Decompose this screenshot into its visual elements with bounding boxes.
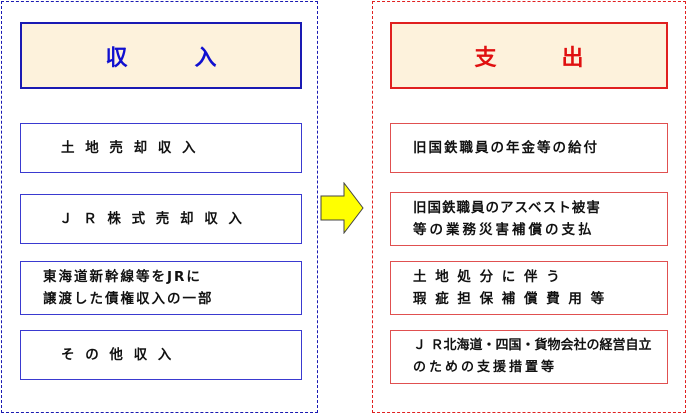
expense-item-text-line-2: 等の業務災害補償の支払 <box>413 222 595 238</box>
expense-item-text-line-2: のための支援措置等 <box>413 360 558 375</box>
income-title-char-1: 収 <box>105 45 128 71</box>
expense-item-pension: 旧国鉄職員の年金等の給付 <box>390 123 668 173</box>
income-item-shinkansen-transfer: 東海道新幹線等をJRに 譲渡した債権収入の一部 <box>20 261 302 315</box>
income-title-char-2: 入 <box>194 45 217 71</box>
income-item-text: 土 地 売 却 収 入 <box>61 140 199 156</box>
expense-item-text-line-1: 旧国鉄職員のアスベスト被害 <box>413 200 601 216</box>
income-panel: 収 入 土 地 売 却 収 入 Ｊ Ｒ 株 式 売 却 収 入 東海道新幹線等を… <box>1 1 318 413</box>
expense-panel: 支 出 旧国鉄職員の年金等の給付 旧国鉄職員のアスベスト被害 等の業務災害補償の… <box>372 1 686 413</box>
expense-item-text-line-1: Ｊ Ｒ北海道・四国・貨物会社の経営自立 <box>413 338 652 353</box>
income-item-text-line-1: 東海道新幹線等をJRに <box>43 269 202 285</box>
expense-item-land-disposal: 土 地 処 分 に 伴 う 瑕 疵 担 保 補 償 費 用 等 <box>390 261 668 315</box>
income-item-land-sale: 土 地 売 却 収 入 <box>20 123 302 173</box>
expense-title-char-2: 出 <box>561 45 584 71</box>
income-item-text: そ の 他 収 入 <box>61 347 175 363</box>
right-arrow-icon <box>320 182 364 234</box>
expense-item-asbestos: 旧国鉄職員のアスベスト被害 等の業務災害補償の支払 <box>390 192 668 246</box>
income-header: 収 入 <box>20 22 302 89</box>
income-item-text-line-2: 譲渡した債権収入の一部 <box>43 291 214 307</box>
expense-header: 支 出 <box>390 22 668 89</box>
income-item-jr-stock-sale: Ｊ Ｒ 株 式 売 却 収 入 <box>20 194 302 244</box>
expense-item-text-line-1: 土 地 処 分 に 伴 う <box>413 269 562 285</box>
expense-item-text-line-2: 瑕 疵 担 保 補 償 費 用 等 <box>413 291 607 307</box>
income-item-text: Ｊ Ｒ 株 式 売 却 収 入 <box>59 211 245 227</box>
expense-title-char-1: 支 <box>474 45 497 71</box>
expense-item-text: 旧国鉄職員の年金等の給付 <box>413 140 599 156</box>
expense-item-jr-support: Ｊ Ｒ北海道・四国・貨物会社の経営自立 のための支援措置等 <box>390 330 668 384</box>
income-item-other: そ の 他 収 入 <box>20 330 302 380</box>
